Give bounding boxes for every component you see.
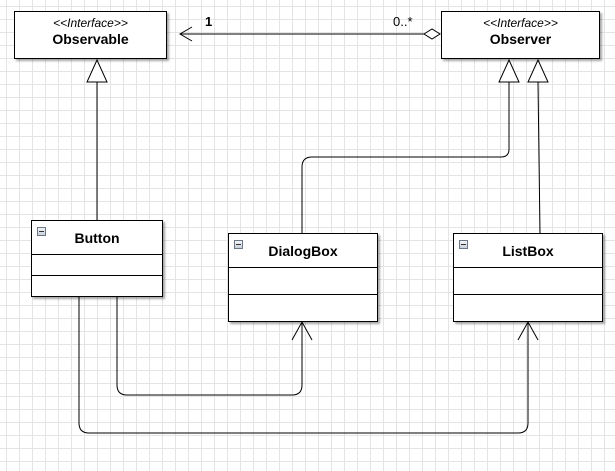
observer-stereotype: <<Interface>> bbox=[483, 16, 558, 30]
association-source-multiplicity: 1 bbox=[205, 14, 213, 29]
realization-line-listbox-observer bbox=[537, 81, 541, 234]
aggregation-diamond bbox=[423, 28, 441, 40]
listbox-class-name: ListBox bbox=[502, 243, 554, 259]
dialogbox-attributes-section bbox=[229, 268, 377, 295]
realization-arrowhead-observable bbox=[86, 58, 108, 83]
dependency-line-button-listbox bbox=[78, 297, 529, 434]
button-class-box[interactable]: Button bbox=[31, 220, 163, 297]
button-operations-section bbox=[32, 276, 162, 296]
dialogbox-class-box[interactable]: DialogBox bbox=[228, 233, 378, 322]
dialogbox-operations-section bbox=[229, 295, 377, 321]
dependency-arrowhead-listbox bbox=[517, 320, 539, 341]
association-target-multiplicity: 0..* bbox=[393, 14, 413, 29]
observer-interface-box[interactable]: <<Interface>> Observer bbox=[441, 11, 600, 59]
listbox-operations-section bbox=[454, 295, 602, 321]
observable-interface-box[interactable]: <<Interface>> Observable bbox=[14, 11, 167, 59]
listbox-class-box[interactable]: ListBox bbox=[453, 233, 603, 322]
realization-arrowhead-observer-right bbox=[527, 58, 549, 83]
association-open-arrowhead bbox=[179, 26, 193, 42]
realization-line-dialogbox-observer bbox=[301, 82, 510, 233]
observable-stereotype: <<Interface>> bbox=[53, 16, 128, 30]
collapse-icon[interactable] bbox=[234, 240, 243, 249]
button-class-name: Button bbox=[74, 230, 120, 246]
realization-arrowhead-observer-left bbox=[498, 58, 520, 83]
observable-name: Observable bbox=[52, 31, 129, 47]
collapse-icon[interactable] bbox=[37, 227, 46, 236]
button-attributes-section bbox=[32, 255, 162, 276]
listbox-attributes-section bbox=[454, 268, 602, 295]
collapse-icon[interactable] bbox=[459, 240, 468, 249]
observer-name: Observer bbox=[489, 31, 552, 47]
dependency-arrowhead-dialogbox bbox=[291, 320, 313, 341]
listbox-class-header: ListBox bbox=[454, 234, 602, 268]
button-class-header: Button bbox=[32, 221, 162, 255]
dialogbox-class-name: DialogBox bbox=[268, 243, 338, 259]
dialogbox-class-header: DialogBox bbox=[229, 234, 377, 268]
dependency-line-button-dialogbox bbox=[116, 297, 303, 396]
